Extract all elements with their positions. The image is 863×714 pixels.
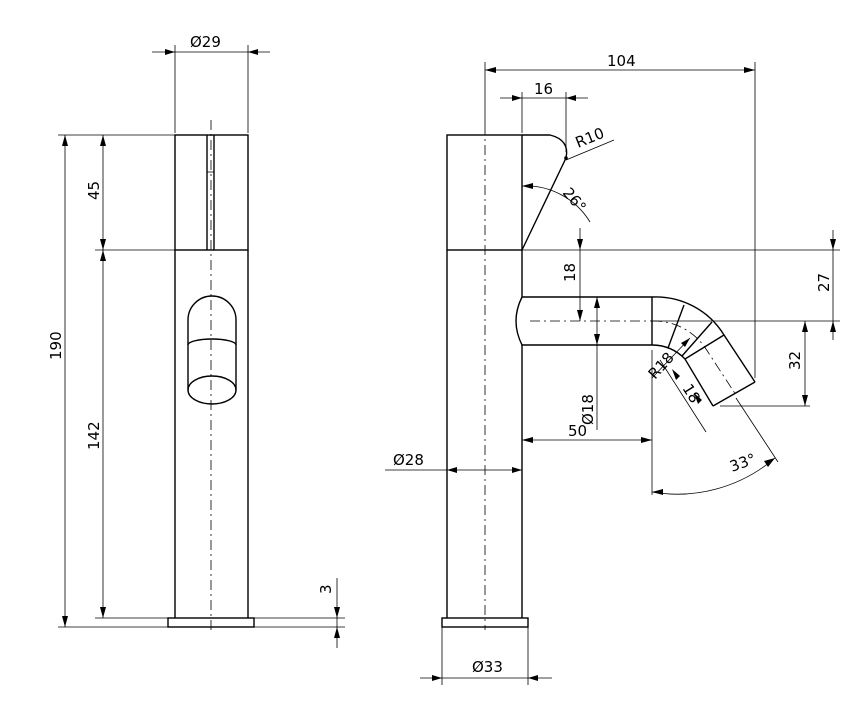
dim-arc-33 [651,457,776,495]
dim-r10: R10 [573,124,607,152]
dim-50: 50 [568,422,587,440]
dim-dia-18: Ø18 [579,394,597,425]
spout-seg-3 [681,321,713,357]
side-view [441,125,756,630]
dim-33deg: 33° [727,450,758,476]
dim-3: 3 [317,584,335,594]
dim-142: 142 [85,421,103,450]
front-view [167,120,255,630]
front-spout-ring [187,338,237,346]
dim-16: 16 [534,80,553,98]
front-spout-outlet [187,375,237,405]
spout-bend-outer [651,296,756,383]
dim-leader-r10 [565,139,615,161]
spout-outlet [712,381,756,407]
side-lever [521,134,568,251]
dim-26deg: 26° [559,184,590,216]
dim-32: 32 [786,351,804,370]
dim-18-vertical: 18 [561,263,579,282]
dim-dia-28: Ø28 [393,451,424,469]
front-spout-top [187,295,237,345]
front-dimensions: Ø29 45 190 142 3 [47,33,345,648]
dim-dia-33: Ø33 [472,658,503,676]
spout-bend-inner [651,344,714,407]
dim-190: 190 [47,331,65,360]
front-head [174,134,249,251]
dim-dia-29: Ø29 [190,33,221,51]
spout-seg-2 [667,304,685,349]
dim-45: 45 [85,181,103,200]
dim-r18: R18 [645,349,678,383]
side-head [446,134,523,251]
dim-line-18-diagonal [659,359,707,433]
spout-joint [515,296,523,346]
dim-27: 27 [815,273,833,292]
side-dimensions: 104 16 R10 26° 18 27 32 [385,52,840,685]
dim-104: 104 [607,52,636,70]
